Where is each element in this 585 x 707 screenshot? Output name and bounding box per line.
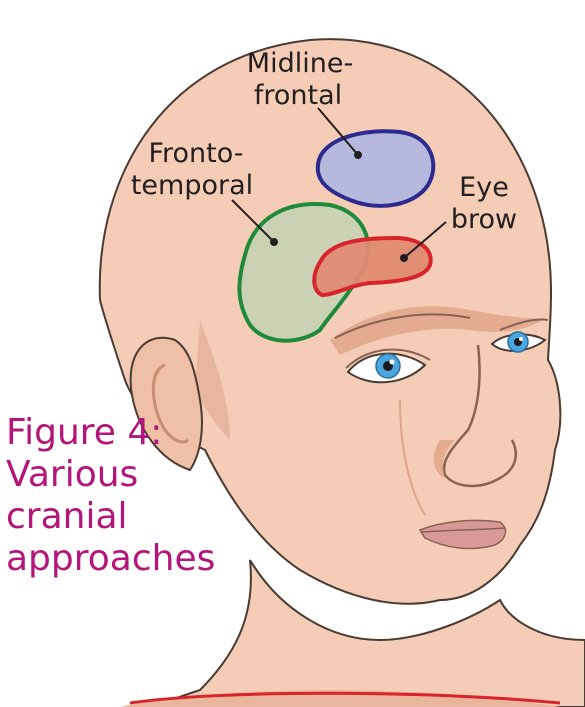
brow-line bbox=[334, 313, 471, 339]
ear bbox=[129, 336, 203, 472]
neck-shoulders bbox=[120, 559, 585, 707]
eyebrow-region bbox=[312, 235, 433, 298]
midline-label-line1: Midline- bbox=[247, 48, 353, 79]
nose bbox=[442, 344, 517, 488]
eyes bbox=[345, 331, 547, 384]
midline-label-line2: frontal bbox=[254, 80, 342, 111]
frontotemporal-leader bbox=[231, 199, 275, 243]
brow-shadow bbox=[330, 306, 545, 355]
midline-leader bbox=[317, 107, 359, 156]
collar-stripe bbox=[129, 691, 561, 705]
figure-caption: Figure 4: Various cranial approaches bbox=[6, 412, 215, 579]
region-labels: Midline- frontal Fronto- temporal Eye br… bbox=[131, 48, 517, 235]
eyebrow-leader-dot bbox=[400, 254, 408, 262]
lips bbox=[418, 519, 507, 550]
left-eye-highlight bbox=[389, 359, 395, 365]
neck bbox=[149, 559, 585, 707]
nose-shadow bbox=[433, 440, 455, 478]
cheek-line bbox=[399, 399, 426, 516]
right-eye-highlight bbox=[519, 337, 523, 341]
eyebrow-label-line1: Eye bbox=[459, 172, 509, 203]
caption-line3: cranial bbox=[6, 496, 128, 537]
leader-lines bbox=[231, 107, 447, 262]
ear-inner bbox=[151, 363, 189, 444]
eyebrow-leader bbox=[403, 221, 447, 259]
brow-line-right bbox=[499, 318, 549, 331]
frontotemporal-leader-dot bbox=[270, 238, 278, 246]
midline-leader-dot bbox=[354, 151, 362, 159]
caption-line1: Figure 4: bbox=[6, 412, 162, 453]
eyebrow-label-line2: brow bbox=[451, 204, 517, 235]
head bbox=[98, 38, 562, 605]
left-eye-lid bbox=[345, 348, 431, 369]
caption-line2: Various bbox=[6, 454, 138, 495]
temple-shadow bbox=[195, 320, 230, 440]
frontotemporal-label-line2: temporal bbox=[131, 170, 253, 201]
frontotemporal-label-line1: Fronto- bbox=[148, 138, 243, 169]
caption-line4: approaches bbox=[6, 538, 215, 579]
midline-frontal-region bbox=[315, 129, 436, 208]
lip-line bbox=[421, 527, 506, 533]
